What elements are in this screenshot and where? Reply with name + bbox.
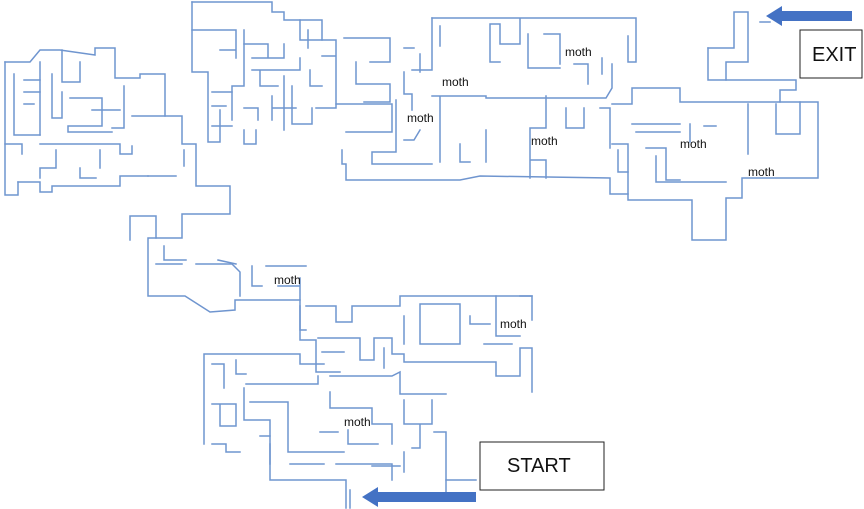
maze-wall [62,50,80,82]
maze-wall [320,430,378,444]
maze-wall [300,20,322,48]
maze-wall [112,86,124,128]
maze-wall [156,264,240,296]
exit-marker: EXIT [766,6,862,78]
maze-wall [404,18,432,72]
maze-wall [212,444,270,464]
moth-label: moth [442,75,469,89]
maze-wall [708,48,796,102]
maze-wall [24,80,40,104]
maze-wall [528,34,560,68]
maze-wall [192,30,236,58]
maze-wall [204,354,324,444]
maze-wall [52,74,62,118]
maze-wall [40,150,100,178]
maze-wall [244,130,256,144]
maze-wall [5,144,132,154]
maze-wall [212,404,236,426]
maze-wall [344,38,390,102]
maze-wall [566,108,610,148]
maze-wall [164,246,186,260]
arrow-left-icon [362,487,476,507]
maze-wall [434,432,476,480]
maze-wall [250,402,344,452]
maze-wall [618,150,628,172]
exit-label: EXIT [812,44,856,66]
maze-wall [310,40,336,108]
start-label: START [507,455,571,477]
moth-label: moth [407,111,434,125]
maze-wall [212,360,246,388]
moth-label: moth [531,134,558,148]
maze-wall [212,92,232,126]
moth-label: moth [344,415,371,429]
maze-wall [574,58,602,84]
maze-wall [318,338,532,392]
maze-walls [5,2,818,508]
moth-label: moth [274,273,301,287]
maze-wall [246,372,446,394]
maze-wall [244,96,296,120]
maze-wall [5,48,165,116]
maze-wall [148,150,184,176]
moth-label: moth [565,45,592,59]
maze-wall [192,2,220,142]
maze-wall [192,2,300,20]
maze-wall [708,12,748,80]
maze-wall [432,18,636,62]
maze-wall [244,44,284,58]
maze-wall [300,306,340,372]
moth-label: moth [680,137,707,151]
maze-wall [5,62,18,195]
maze-wall [252,58,300,86]
maze-wall [306,296,532,322]
maze-wall [612,88,818,240]
start-marker: START [362,442,604,507]
maze-wall [68,98,112,132]
maze-wall [404,304,460,344]
moth-label: moth [748,165,775,179]
maze-wall [130,116,230,240]
maze-wall [748,102,800,154]
maze-wall [460,130,486,162]
moth-label: moth [500,317,527,331]
arrow-left-icon [766,6,852,26]
maze-wall [232,30,244,120]
maze-wall [284,76,312,130]
maze-wall [404,400,432,448]
